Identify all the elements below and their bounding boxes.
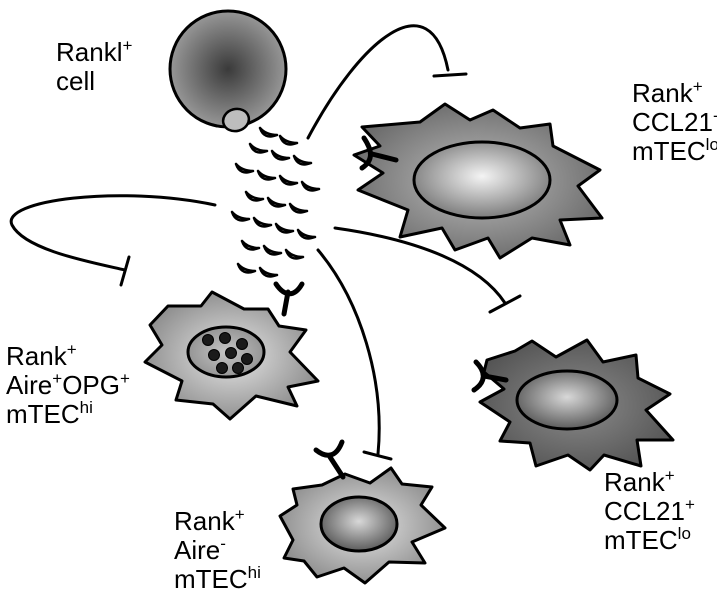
- rankl-ligand-crescent: [236, 262, 257, 274]
- rankl-ligand-crescent: [296, 228, 317, 240]
- arrow-bar-aire-opg: [119, 255, 131, 287]
- arrow-bar-aire-neg: [362, 450, 393, 461]
- rankl-ligand-crescent: [244, 190, 265, 202]
- rankl-ligand-crescent: [258, 266, 279, 278]
- label-ccl21-pos-mtec-lo: Rank+ CCL21+ mTEClo: [604, 466, 695, 555]
- arrow-to-ccl21-pos: [333, 226, 507, 305]
- rankl-ligand-crescent: [266, 196, 287, 208]
- rankl-ligand-crescent: [252, 216, 273, 228]
- rank-receptor-icon: [313, 439, 346, 480]
- rankl-ligand-crescent: [248, 142, 269, 154]
- rankl-ligand-crescent: [234, 162, 255, 174]
- rankl-ligand-crescent: [278, 174, 299, 186]
- rankl-ligand-crescent: [274, 222, 295, 234]
- rankl-ligand-crescent: [292, 154, 313, 166]
- aire-nuclear-dots-icon: [202, 332, 253, 374]
- rankl-ligand-crescent: [300, 180, 321, 192]
- nucleus: [319, 495, 399, 553]
- mtec-ccl21-pos-cell: [471, 338, 675, 472]
- inhibition-arrows: [9, 24, 522, 461]
- label-ccl21-neg-mtec-lo: Rank+ CCL21- mTEClo: [632, 77, 717, 166]
- mtec-aire-neg-cell: [278, 439, 447, 585]
- arrow-to-aire-opg: [9, 194, 217, 272]
- rankl-ligand-crescent: [284, 248, 305, 260]
- label-rankl-cell: Rankl+ cell: [56, 36, 133, 96]
- arrow-bar-ccl21-neg: [432, 72, 468, 78]
- nucleus: [412, 140, 552, 220]
- mtec-aire-opg-cell: [143, 281, 320, 421]
- label-aire-opg-mtec-hi: Rank+ Aire+OPG+ mTEChi: [6, 340, 130, 429]
- rankl-ligand-crescent: [278, 134, 299, 146]
- rankl-ligand-crescent: [230, 210, 251, 222]
- rank-receptor-icon: [273, 281, 305, 317]
- nucleus: [515, 369, 619, 431]
- rankl-ligand-crescent: [240, 239, 261, 251]
- arrow-to-aire-neg: [316, 248, 381, 456]
- mtec-ccl21-neg-cell: [352, 102, 604, 260]
- rank-receptor-icon: [471, 359, 509, 393]
- rankl-ligand-crescents: [230, 126, 321, 278]
- rankl-cell: [168, 9, 288, 133]
- arrow-bar-ccl21-pos: [488, 294, 522, 314]
- label-aire-neg-mtec-hi: Rank+ Aire- mTEChi: [174, 505, 261, 592]
- rankl-ligand-crescent: [288, 202, 309, 214]
- rankl-ligand-crescent: [258, 126, 279, 138]
- arrow-to-ccl21-neg: [306, 24, 450, 140]
- rankl-ligand-crescent: [256, 169, 277, 181]
- rankl-bleb: [221, 107, 251, 133]
- rank-receptor-icon: [359, 135, 399, 171]
- rankl-ligand-crescent: [262, 244, 283, 256]
- rankl-ligand-crescent: [270, 149, 291, 161]
